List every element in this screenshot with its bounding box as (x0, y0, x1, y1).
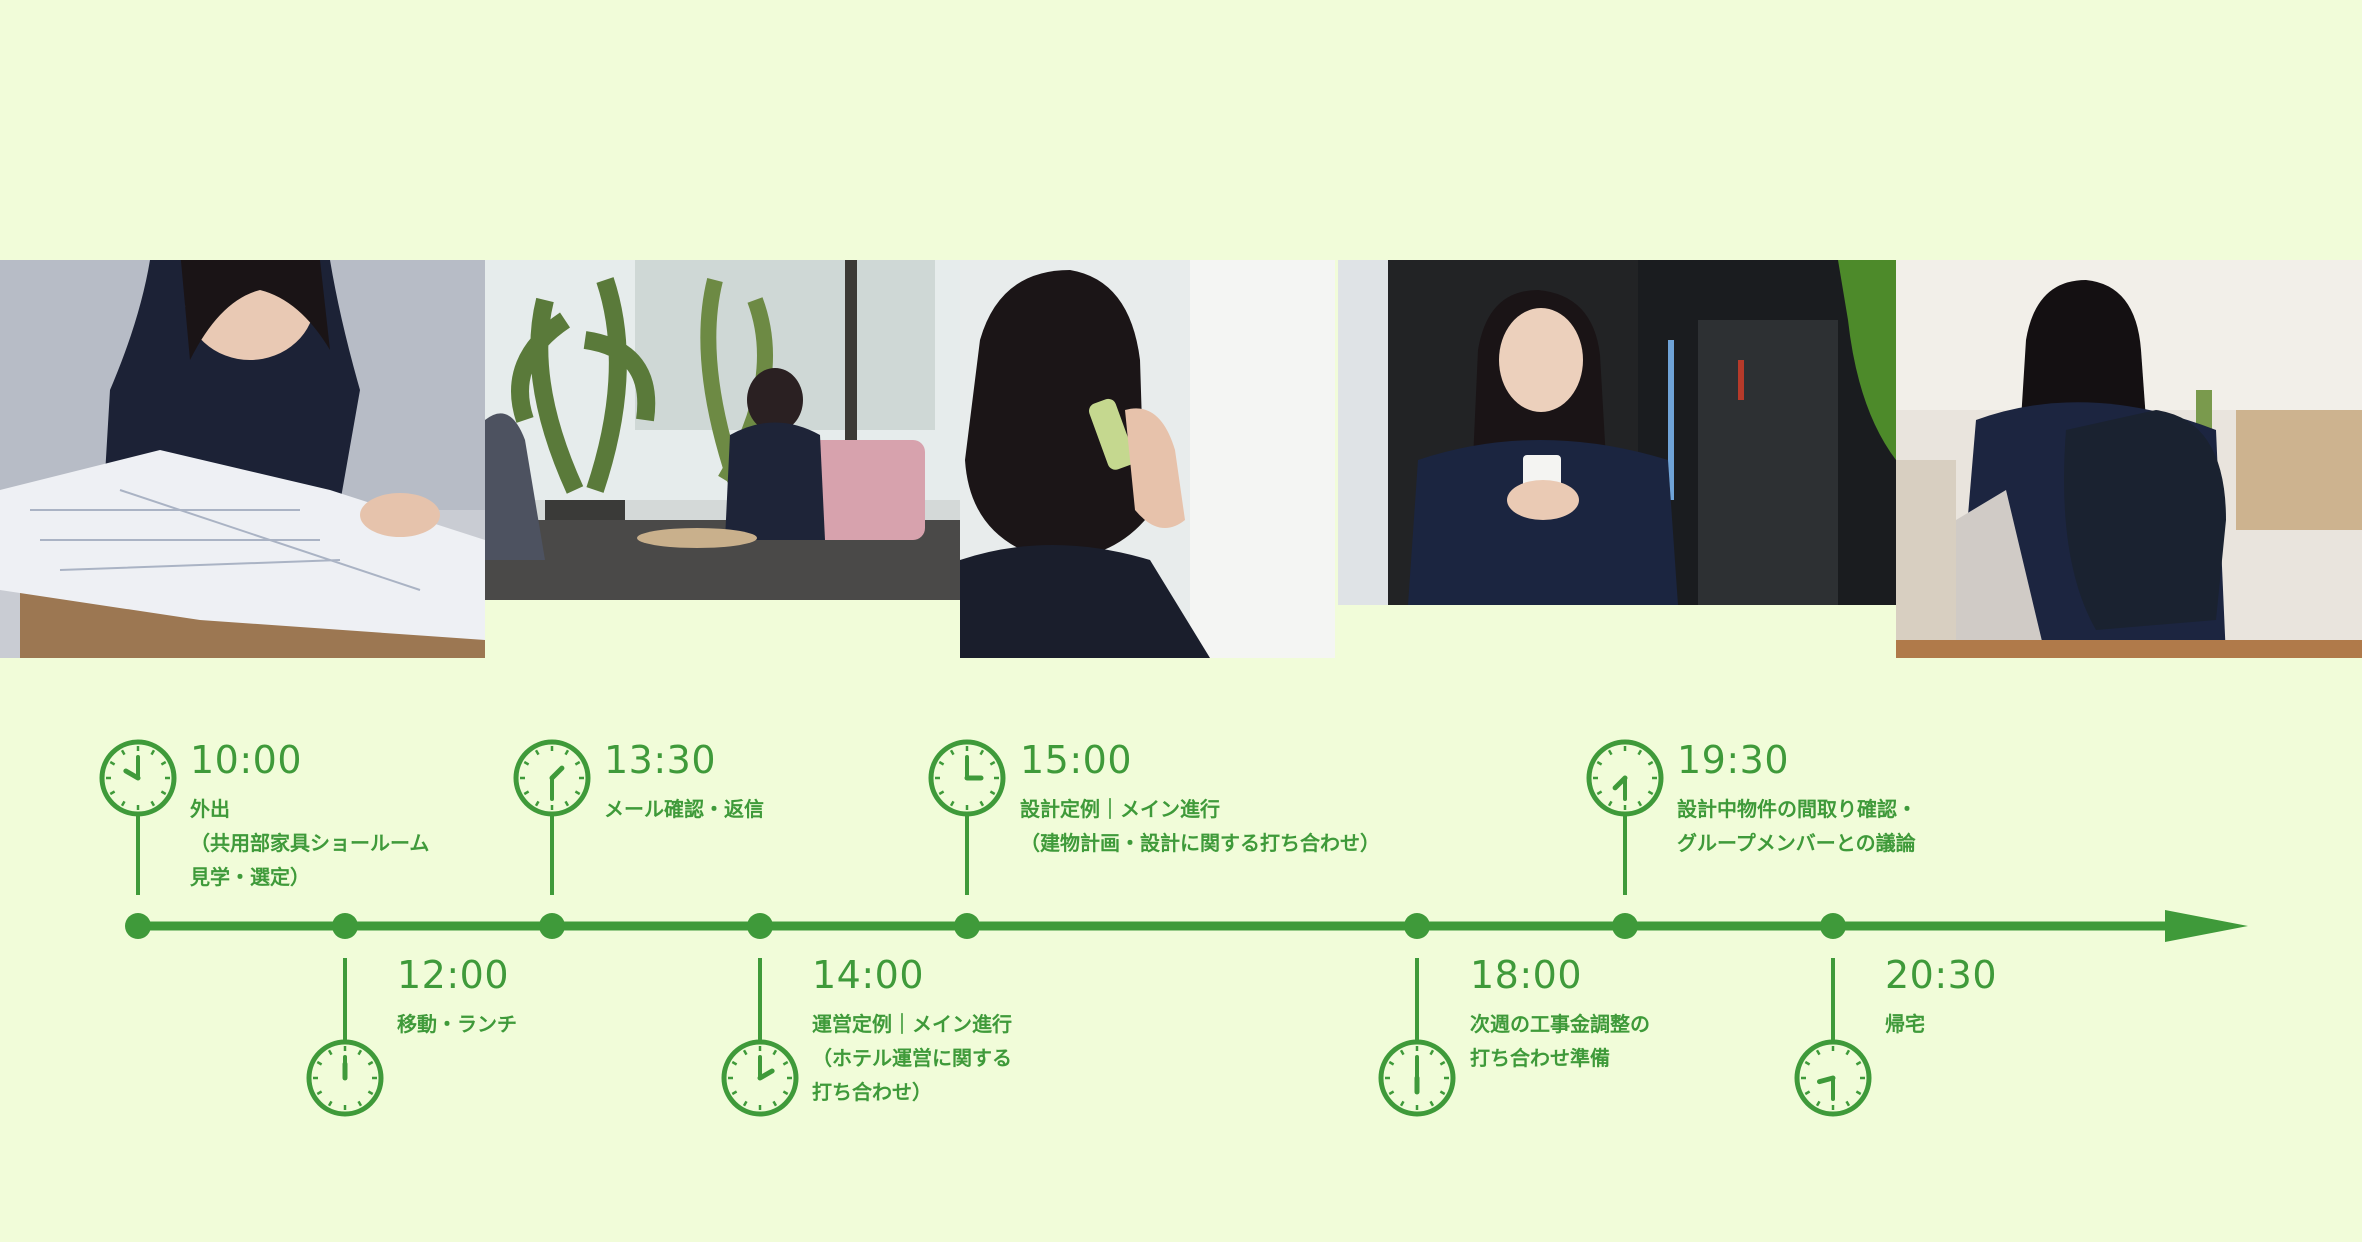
event-description: メール確認・返信 (604, 797, 764, 821)
timeline-dot-19-30 (1612, 913, 1638, 939)
clock-icon-15 (928, 739, 1006, 817)
event-12-00: 12:00 移動・ランチ (397, 953, 517, 1041)
event-description: 移動・ランチ (397, 1012, 517, 1036)
event-14-00: 14:00 運営定例｜メイン進行 （ホテル運営に関する 打ち合わせ） (812, 953, 1012, 1109)
event-10-00: 10:00 外出 （共用部家具ショールーム 見学・選定） (190, 738, 429, 894)
timeline-dot-14-00 (747, 913, 773, 939)
timeline-dot-18-00 (1404, 913, 1430, 939)
event-time: 10:00 (190, 738, 303, 782)
clock-icon-20-30 (1794, 1039, 1872, 1117)
event-time: 19:30 (1677, 738, 1790, 782)
clock-icon-14 (721, 1039, 799, 1117)
photo-desk-plans (0, 260, 485, 658)
timeline-dot-15-00 (954, 913, 980, 939)
timeline-dot-12-00 (332, 913, 358, 939)
timeline-dot-20-30 (1820, 913, 1846, 939)
clock-icon-19-30 (1586, 739, 1664, 817)
event-time: 12:00 (397, 953, 510, 997)
event-time: 20:30 (1885, 953, 1998, 997)
timeline-dot-10-00 (125, 913, 151, 939)
event-description: 次週の工事金調整の 打ち合わせ準備 (1470, 1012, 1650, 1070)
event-time: 13:30 (604, 738, 717, 782)
event-20-30: 20:30 帰宅 (1885, 953, 1997, 1041)
event-description: 運営定例｜メイン進行 （ホテル運営に関する 打ち合わせ） (812, 1012, 1012, 1104)
timeline-dot-13-30 (539, 913, 565, 939)
event-15-00: 15:00 設計定例｜メイン進行 （建物計画・設計に関する打ち合わせ） (1020, 738, 1380, 860)
event-time: 15:00 (1020, 738, 1133, 782)
event-18-00: 18:00 次週の工事金調整の 打ち合わせ準備 (1470, 953, 1650, 1075)
event-13-30: 13:30 メール確認・返信 (604, 738, 764, 826)
clock-icon-18 (1378, 1039, 1456, 1117)
photo-phone-call (960, 260, 1335, 658)
photo-sofa-meeting (485, 260, 960, 600)
event-description: 帰宅 (1885, 1012, 1925, 1036)
clock-icon-13-30 (513, 739, 591, 817)
event-time: 14:00 (812, 953, 925, 997)
event-description: 設計中物件の間取り確認・ グループメンバーとの議論 (1677, 797, 1917, 855)
event-time: 18:00 (1470, 953, 1583, 997)
timeline-arrowhead (2165, 910, 2248, 942)
photo-coffee-smile (1338, 260, 1896, 605)
event-description: 設計定例｜メイン進行 （建物計画・設計に関する打ち合わせ） (1020, 797, 1380, 855)
clock-icon-10 (99, 739, 177, 817)
photo-leaving-backpack (1896, 260, 2362, 658)
clock-icon-12 (306, 1039, 384, 1117)
event-description: 外出 （共用部家具ショールーム 見学・選定） (190, 797, 430, 889)
event-19-30: 19:30 設計中物件の間取り確認・ グループメンバーとの議論 (1677, 738, 1917, 860)
